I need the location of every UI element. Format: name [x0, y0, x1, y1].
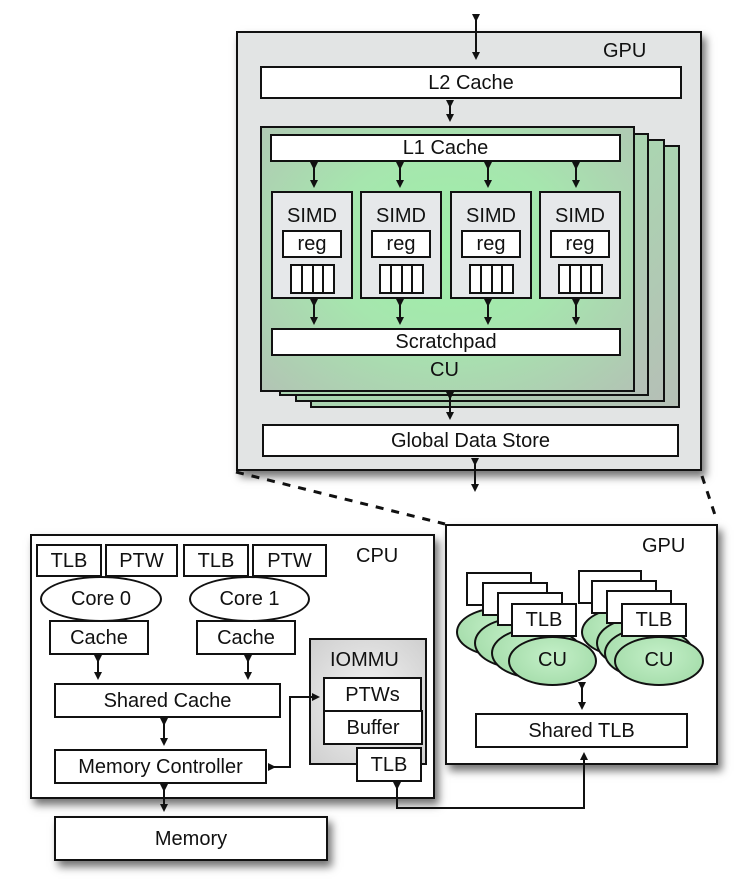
iommu-ptws: PTWs — [323, 677, 422, 712]
shared-cache: Shared Cache — [54, 683, 281, 718]
iommu-title: IOMMU — [330, 649, 399, 671]
core0: Core 0 — [40, 576, 162, 622]
l1-cache: L1 Cache — [270, 134, 621, 162]
simd-unit: SIMD reg — [539, 191, 621, 299]
iommu-buffer: Buffer — [323, 710, 423, 745]
cu-label: CU — [430, 359, 459, 381]
core1: Core 1 — [189, 576, 310, 622]
zoom-line-left — [235, 470, 446, 526]
simd-label: SIMD — [466, 205, 516, 227]
simd-label: SIMD — [555, 205, 605, 227]
simd-lanes — [290, 264, 335, 294]
shared-tlb: Shared TLB — [475, 713, 688, 748]
simd-register: reg — [282, 230, 342, 258]
gpu-cu: CU — [614, 636, 704, 686]
core0-cache: Cache — [49, 620, 149, 655]
simd-lanes — [469, 264, 514, 294]
zoom-line-right — [700, 475, 718, 519]
memory-controller: Memory Controller — [54, 749, 267, 784]
simd-lanes — [558, 264, 603, 294]
simd-unit: SIMD reg — [450, 191, 532, 299]
gpu-cu-tlb: TLB — [511, 603, 577, 637]
core1-cache: Cache — [196, 620, 296, 655]
simd-unit: SIMD reg — [360, 191, 442, 299]
core0-ptw: PTW — [105, 544, 178, 577]
gpu-overview-title: GPU — [642, 535, 686, 557]
simd-unit: SIMD reg — [271, 191, 353, 299]
simd-register: reg — [550, 230, 610, 258]
iommu-tlb: TLB — [356, 747, 422, 782]
core1-ptw: PTW — [252, 544, 327, 577]
core0-tlb: TLB — [36, 544, 102, 577]
global-data-store: Global Data Store — [262, 424, 679, 457]
simd-register: reg — [461, 230, 521, 258]
gpu-detail-title: GPU — [603, 40, 647, 62]
cpu-title: CPU — [356, 545, 399, 567]
l2-cache: L2 Cache — [260, 66, 682, 99]
gpu-cu-tlb: TLB — [621, 603, 687, 637]
scratchpad: Scratchpad — [271, 328, 621, 356]
core1-tlb: TLB — [183, 544, 249, 577]
gpu-cu: CU — [508, 636, 597, 686]
simd-register: reg — [371, 230, 431, 258]
simd-label: SIMD — [287, 205, 337, 227]
memory: Memory — [54, 816, 328, 861]
simd-label: SIMD — [376, 205, 426, 227]
simd-lanes — [379, 264, 424, 294]
